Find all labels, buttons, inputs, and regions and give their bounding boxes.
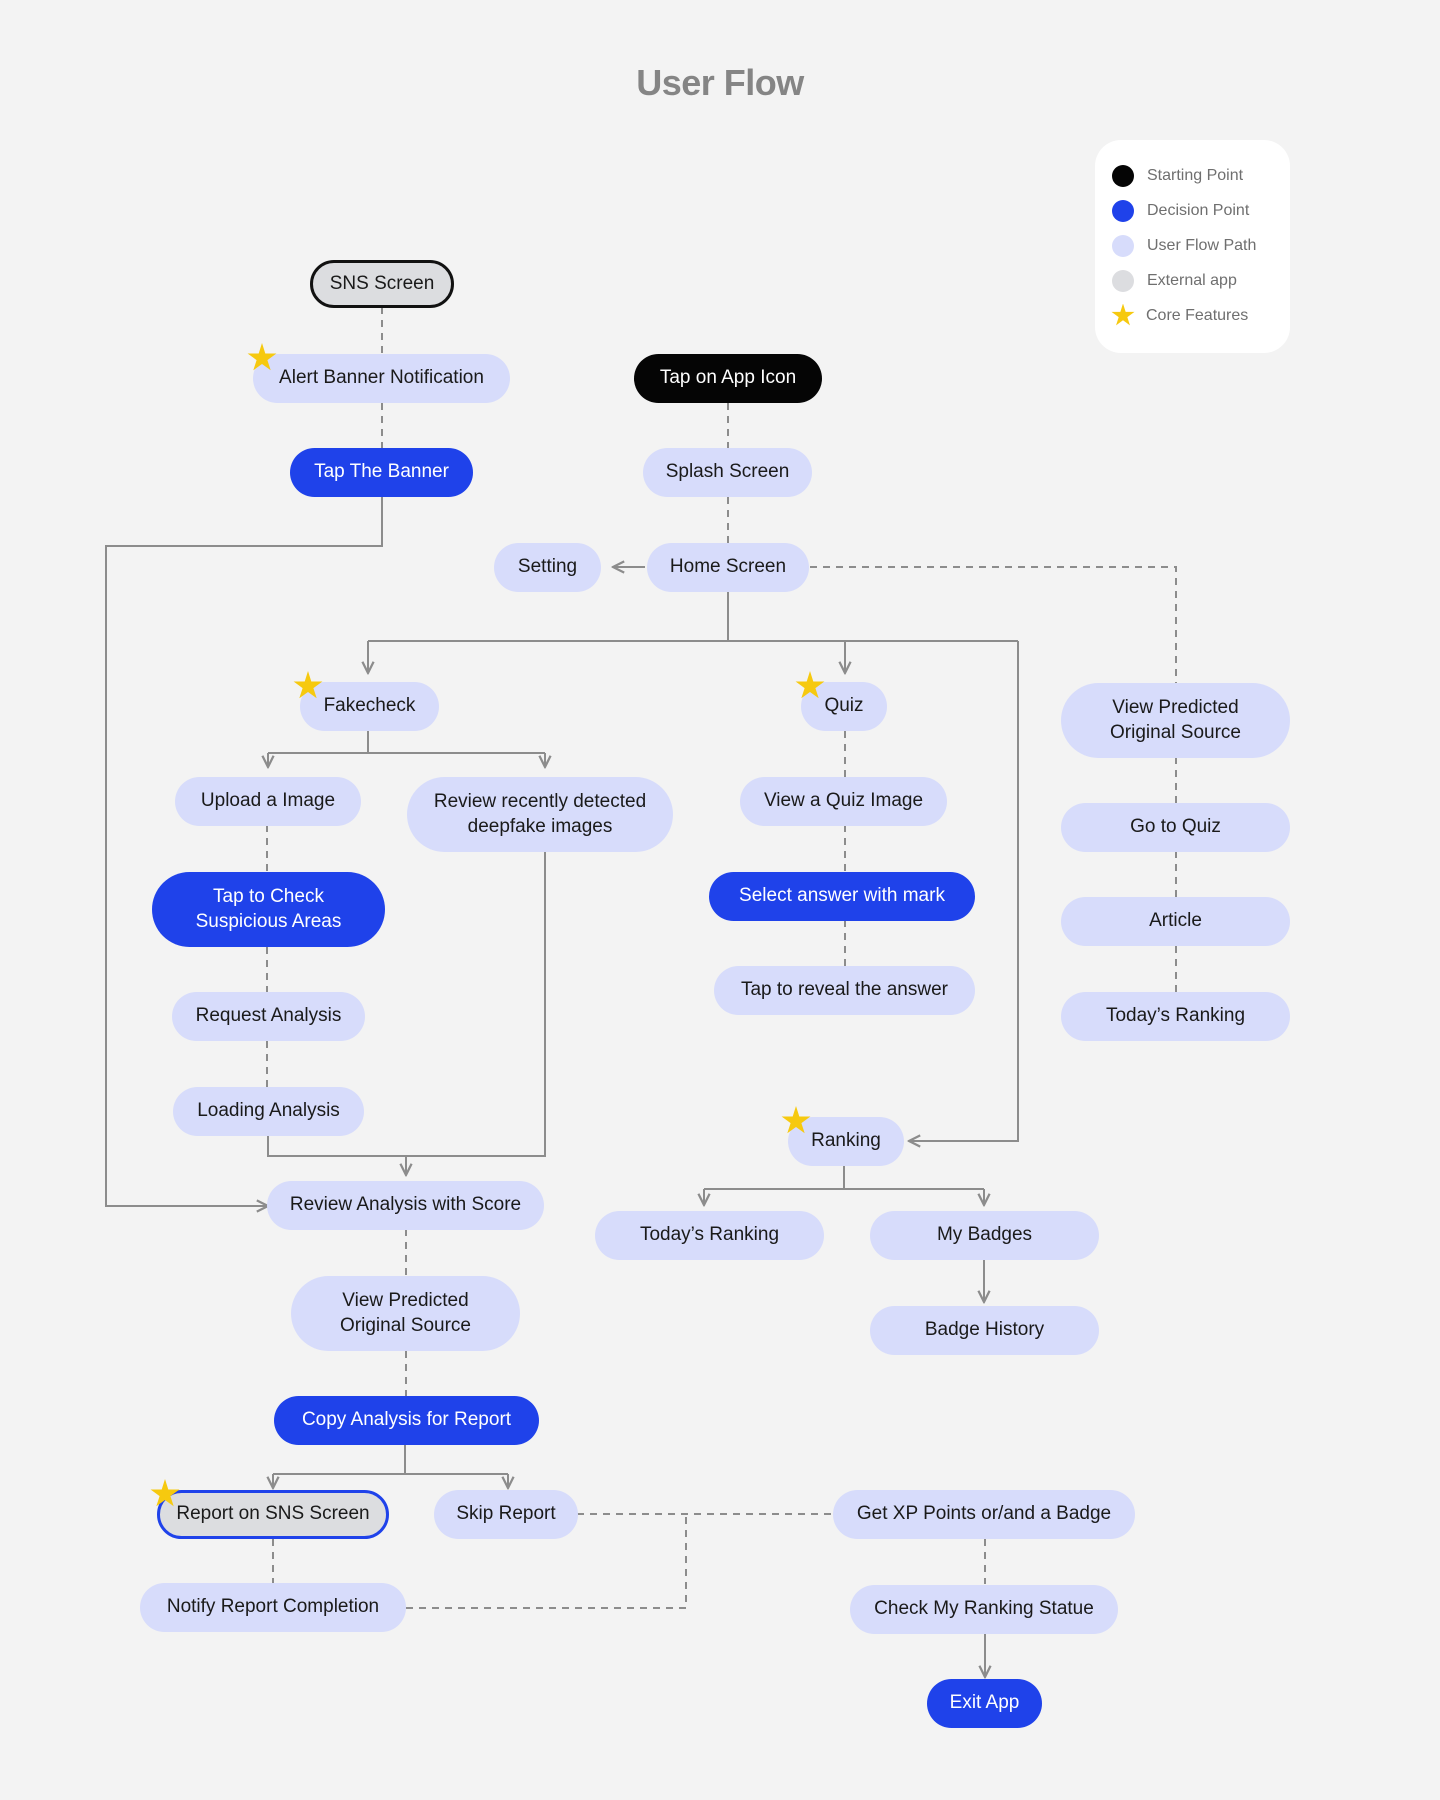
- node-alert-banner-notification[interactable]: Alert Banner Notification: [253, 354, 510, 403]
- node-article[interactable]: Article: [1061, 897, 1290, 946]
- node-todays-ranking-center[interactable]: Today’s Ranking: [595, 1211, 824, 1260]
- node-notify-report-completion[interactable]: Notify Report Completion: [140, 1583, 406, 1632]
- legend-label: Decision Point: [1147, 201, 1250, 219]
- connector-tapbanner-review: [105, 497, 383, 1206]
- legend-label: External app: [1147, 271, 1237, 289]
- legend-label: Core Features: [1146, 306, 1249, 324]
- node-report-on-sns-screen[interactable]: Report on SNS Screen: [157, 1490, 389, 1539]
- node-todays-ranking-right[interactable]: Today’s Ranking: [1061, 992, 1290, 1041]
- node-tap-on-app-icon[interactable]: Tap on App Icon: [634, 354, 822, 403]
- legend-label: Starting Point: [1147, 166, 1244, 184]
- node-setting[interactable]: Setting: [494, 543, 601, 592]
- node-tap-to-check-suspicious-areas[interactable]: Tap to Check Suspicious Areas: [152, 872, 385, 947]
- node-check-my-ranking-statue[interactable]: Check My Ranking Statue: [850, 1585, 1118, 1634]
- node-skip-report[interactable]: Skip Report: [434, 1490, 578, 1539]
- node-review-recently-detected[interactable]: Review recently detected deepfake images: [407, 777, 673, 852]
- node-home-screen[interactable]: Home Screen: [647, 543, 809, 592]
- node-get-xp-points-or-badge[interactable]: Get XP Points or/and a Badge: [833, 1490, 1135, 1539]
- node-review-analysis-with-score[interactable]: Review Analysis with Score: [267, 1181, 544, 1230]
- node-badge-history[interactable]: Badge History: [870, 1306, 1099, 1355]
- node-exit-app[interactable]: Exit App: [927, 1679, 1042, 1728]
- connector-to-ranking: [909, 641, 1019, 1141]
- node-view-a-quiz-image[interactable]: View a Quiz Image: [740, 777, 947, 826]
- legend-item-external-app: External app: [1095, 263, 1290, 298]
- legend-item-starting-point: Starting Point: [1095, 158, 1290, 193]
- node-tap-to-reveal-the-answer[interactable]: Tap to reveal the answer: [714, 966, 975, 1015]
- node-upload-a-image[interactable]: Upload a Image: [175, 777, 361, 826]
- node-sns-screen[interactable]: SNS Screen: [310, 260, 454, 308]
- legend-item-decision-point: Decision Point: [1095, 193, 1290, 228]
- star-icon: [1111, 303, 1135, 326]
- node-request-analysis[interactable]: Request Analysis: [172, 992, 365, 1041]
- node-loading-analysis[interactable]: Loading Analysis: [173, 1087, 364, 1136]
- legend-dot-decision-point: [1112, 199, 1134, 222]
- node-tap-the-banner[interactable]: Tap The Banner: [290, 448, 473, 497]
- legend-item-core-features: Core Features: [1095, 298, 1290, 333]
- legend-dot-starting-point: [1112, 164, 1134, 187]
- legend-dot-external-app: [1112, 269, 1134, 292]
- node-select-answer-with-mark[interactable]: Select answer with mark: [709, 872, 975, 921]
- node-view-predicted-original-source-right[interactable]: View Predicted Original Source: [1061, 683, 1290, 758]
- node-fakecheck[interactable]: Fakecheck: [300, 682, 439, 731]
- node-go-to-quiz[interactable]: Go to Quiz: [1061, 803, 1290, 852]
- connector-home-rightcolumn: [810, 566, 1177, 683]
- legend-dot-user-flow-path: [1112, 234, 1134, 257]
- node-ranking[interactable]: Ranking: [788, 1117, 904, 1166]
- legend-item-user-flow-path: User Flow Path: [1095, 228, 1290, 263]
- legend: Starting Point Decision Point User Flow …: [1095, 140, 1290, 353]
- node-my-badges[interactable]: My Badges: [870, 1211, 1099, 1260]
- legend-label: User Flow Path: [1147, 236, 1257, 254]
- node-splash-screen[interactable]: Splash Screen: [643, 448, 812, 497]
- diagram-title: User Flow: [636, 62, 804, 103]
- connector-notify-join: [406, 1514, 687, 1609]
- node-view-predicted-original-source-left[interactable]: View Predicted Original Source: [291, 1276, 520, 1351]
- node-copy-analysis-for-report[interactable]: Copy Analysis for Report: [274, 1396, 539, 1445]
